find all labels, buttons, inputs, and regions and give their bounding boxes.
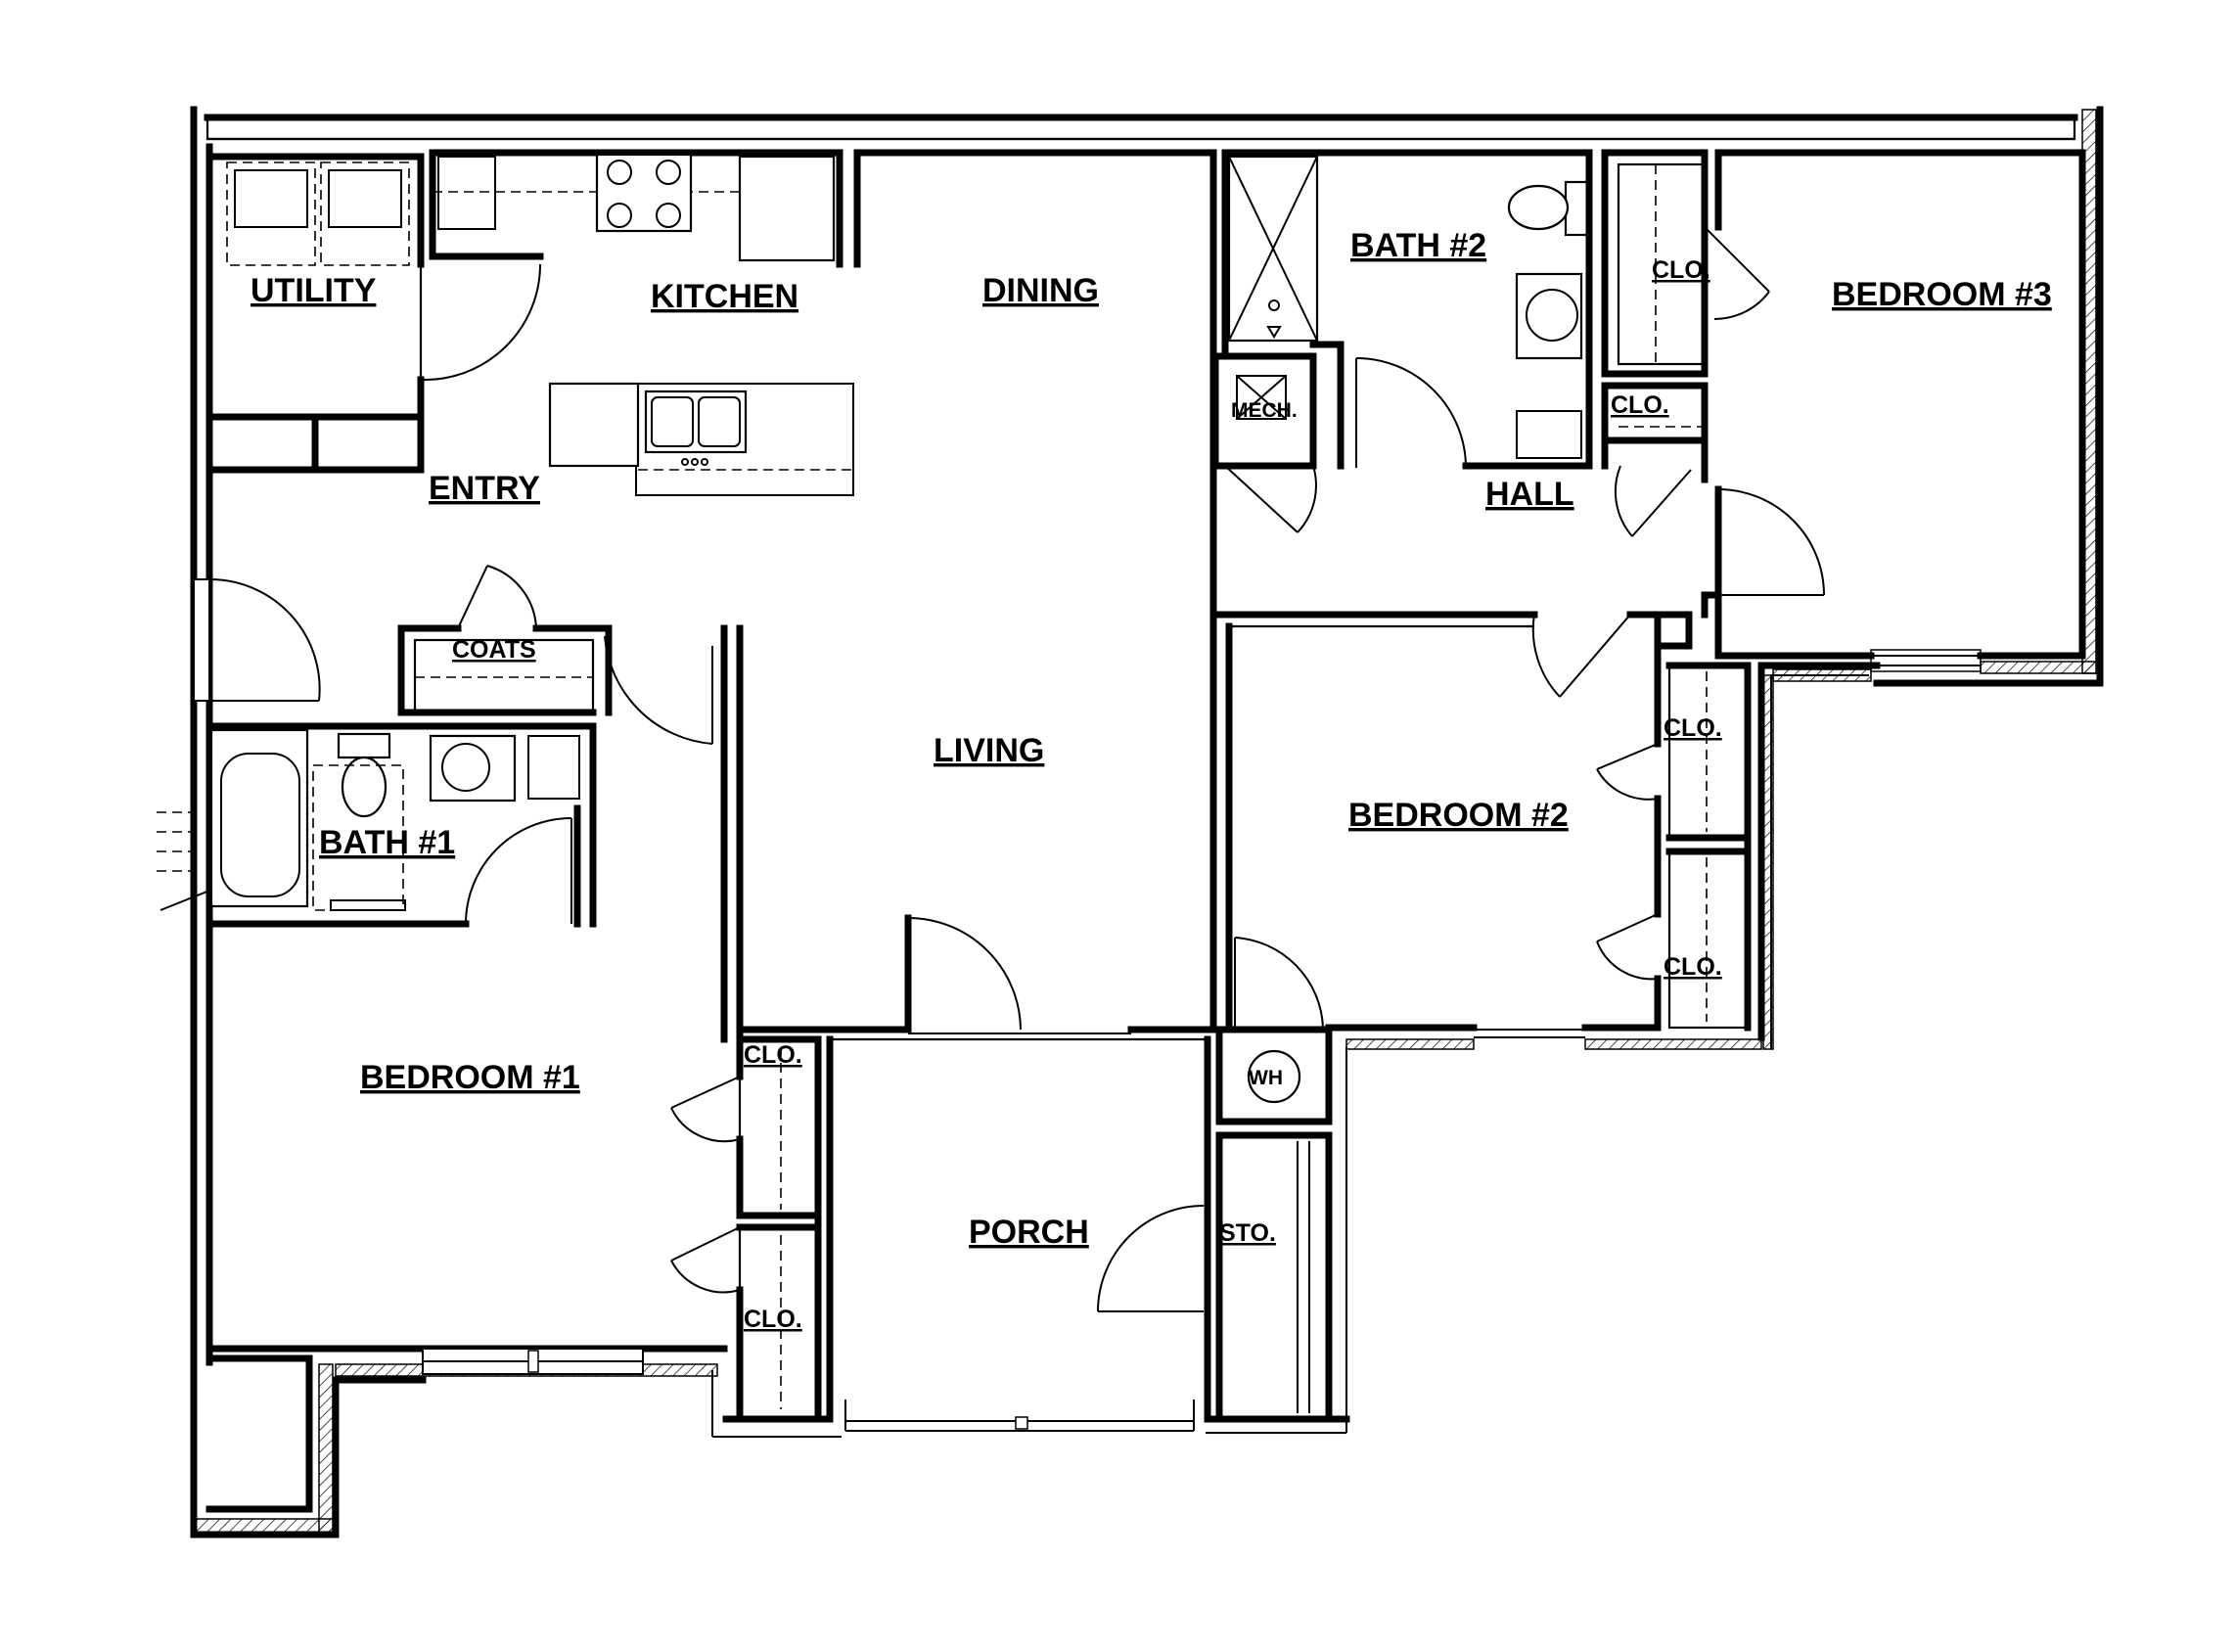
room-label-mech: MECH. (1231, 399, 1298, 422)
closet-label-b1-bottom: CLO. (744, 1306, 802, 1333)
bath1-room (157, 722, 597, 928)
room-label-utility: UTILITY (251, 272, 377, 309)
room-label-porch: PORCH (969, 1214, 1089, 1251)
room-label-sto: STO. (1219, 1219, 1276, 1247)
utility-room (205, 153, 541, 474)
lavatory-icon (429, 734, 517, 803)
bathtub-icon (209, 728, 309, 908)
closet-label-b2-bottom: CLO. (1664, 953, 1722, 981)
bedroom2-room (1209, 611, 1881, 1050)
sink-icon (644, 390, 748, 454)
bedroom3-room (1601, 149, 2104, 687)
room-label-bath2: BATH #2 (1350, 227, 1486, 264)
room-label-hall: HALL (1485, 476, 1574, 513)
closet-label-b2-top: CLO. (1664, 714, 1722, 742)
kitchen-area (429, 149, 861, 496)
washer-icon (226, 161, 316, 266)
range-icon (595, 153, 693, 233)
refrigerator-icon (738, 155, 836, 262)
room-label-dining: DINING (982, 272, 1099, 309)
closet-label-b1-top: CLO. (744, 1041, 802, 1069)
toilet-icon (337, 732, 391, 759)
room-label-coats: COATS (452, 636, 536, 664)
bath2-room (1211, 149, 1593, 533)
toilet2-icon (1564, 180, 1589, 237)
room-label-entry: ENTRY (429, 470, 540, 507)
room-label-wh: WH (1249, 1067, 1283, 1089)
room-label-kitchen: KITCHEN (651, 278, 798, 315)
room-label-living: LIVING (934, 732, 1044, 769)
room-label-bath1: BATH #1 (319, 824, 455, 861)
dryer-icon (320, 161, 410, 266)
room-label-bedroom3: BEDROOM #3 (1832, 276, 2052, 313)
porch-area (826, 1035, 1211, 1432)
closet-label-b3: CLO. (1652, 256, 1710, 284)
room-label-bedroom1: BEDROOM #1 (360, 1059, 580, 1096)
closet-label-hall: CLO. (1611, 391, 1669, 419)
water-heater-icon (1247, 1049, 1301, 1104)
bedroom1-room (670, 1026, 842, 1438)
entry-area (193, 565, 613, 716)
exterior-walls (190, 106, 2104, 1538)
room-label-bedroom2: BEDROOM #2 (1348, 797, 1569, 834)
storage-area (1097, 1026, 1350, 1434)
